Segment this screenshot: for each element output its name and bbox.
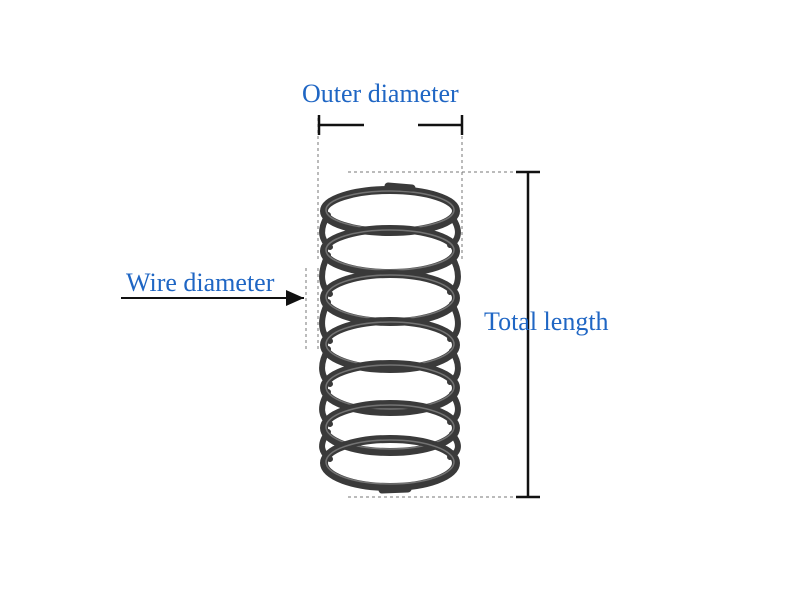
outer-diameter-label: Outer diameter [302, 79, 459, 108]
spring-coil [320, 400, 460, 456]
spring-coil-highlight [325, 190, 455, 230]
total-length-label: Total length [484, 307, 609, 336]
wire-diameter-label: Wire diameter [126, 268, 275, 297]
spring-coil-highlight [325, 364, 455, 410]
spring-coil [320, 317, 460, 373]
spring-end-top [384, 182, 416, 192]
guide-lines [305, 118, 528, 498]
spring-end-bottom [378, 485, 412, 494]
spring-coil-highlight [325, 404, 455, 450]
spring-coil-highlight [325, 321, 455, 367]
spring-coil-highlight [325, 274, 455, 320]
total-length-dimension [516, 170, 540, 499]
outer-diameter-dimension [317, 115, 464, 135]
spring-coil-highlight [325, 439, 455, 485]
spring-coil [320, 360, 460, 416]
spring-icon [319, 182, 461, 494]
